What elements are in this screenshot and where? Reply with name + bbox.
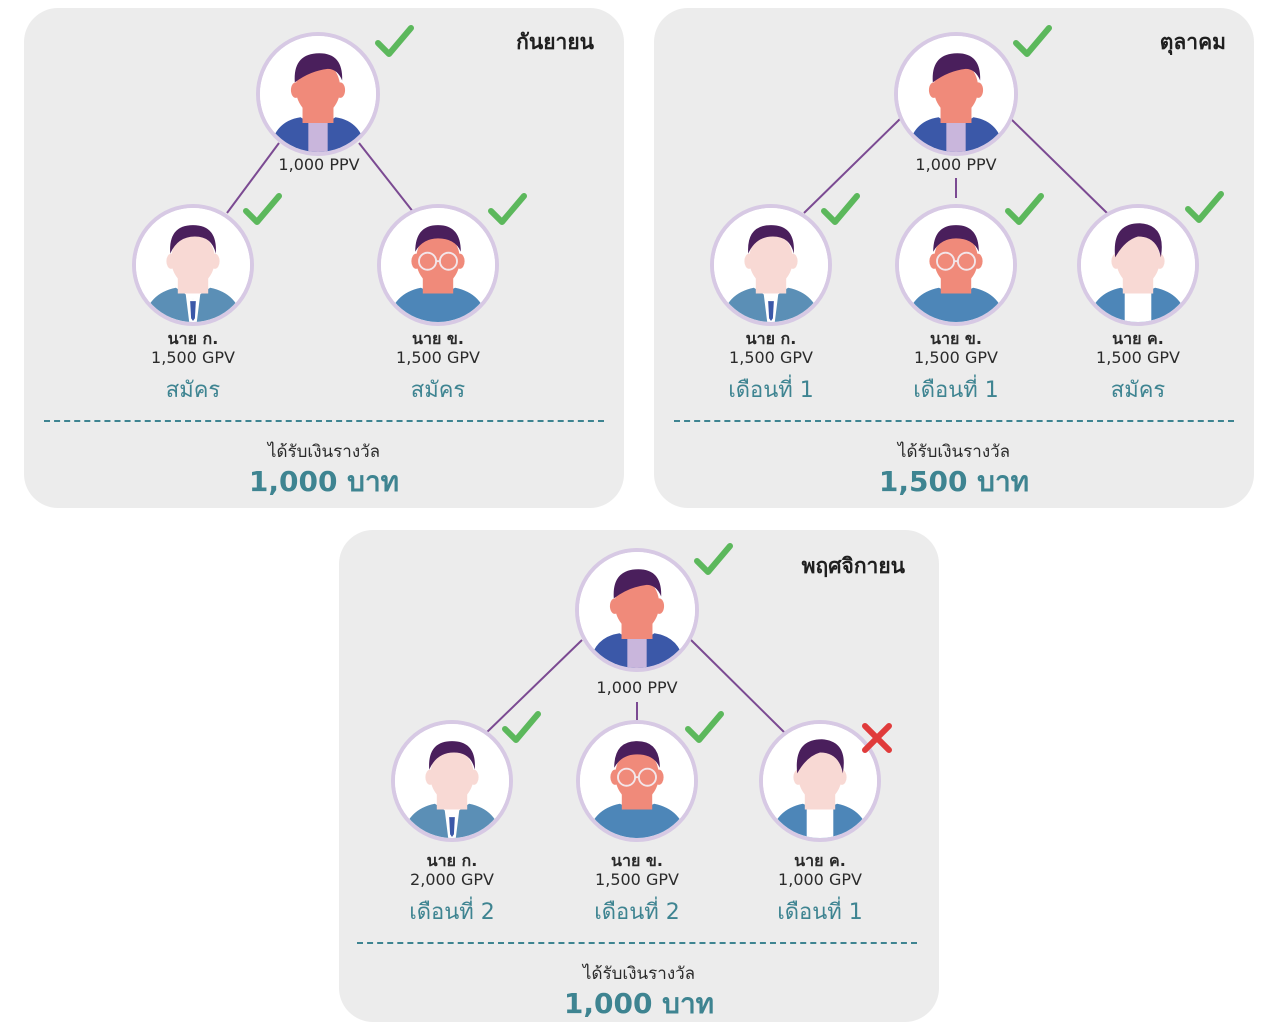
- person-illustration: [136, 208, 250, 322]
- check-icon: [1005, 193, 1044, 225]
- member-gpv: 1,500 GPV: [151, 348, 235, 367]
- reward-label: ได้รับเงินรางวัล: [267, 442, 381, 462]
- avatar-member-a: [391, 720, 513, 842]
- check-icon: [375, 25, 414, 57]
- reward-amount: 1,000 บาท: [563, 987, 715, 1020]
- person-illustration: [395, 724, 509, 838]
- connector-lines: [226, 142, 415, 214]
- check-icon: [685, 711, 724, 743]
- member-status: เดือนที่ 2: [594, 900, 680, 925]
- member-gpv: 1,500 GPV: [595, 870, 679, 889]
- member-status: สมัคร: [410, 378, 466, 403]
- reward-amount: 1,500 บาท: [878, 465, 1030, 498]
- check-icon: [502, 711, 541, 743]
- dashed-divider: [674, 420, 1234, 422]
- check-icon: [488, 193, 527, 225]
- month-title: กันยายน: [516, 30, 594, 54]
- panel-september: กันยายน 1,000 PPV นาย ก. 1,500 GPV สมัคร…: [24, 8, 624, 508]
- ppv-label: 1,000 PPV: [596, 678, 678, 697]
- ppv-label: 1,000 PPV: [278, 155, 360, 174]
- member-name: นาย ก.: [745, 329, 797, 348]
- member-status: เดือนที่ 1: [913, 378, 999, 403]
- check-icon: [1185, 191, 1224, 223]
- member-b-info: นาย ข. 1,500 GPV สมัคร: [358, 330, 518, 403]
- member-status: เดือนที่ 1: [777, 900, 863, 925]
- person-illustration: [580, 724, 694, 838]
- avatar-leader: [575, 548, 699, 672]
- reward-label: ได้รับเงินรางวัล: [582, 964, 696, 984]
- reward-label: ได้รับเงินรางวัล: [897, 442, 1011, 462]
- member-gpv: 1,500 GPV: [1096, 348, 1180, 367]
- avatar-leader: [894, 32, 1018, 156]
- check-icon: [243, 193, 282, 225]
- month-title: ตุลาคม: [1159, 30, 1226, 54]
- member-status: เดือนที่ 1: [728, 378, 814, 403]
- person-illustration: [381, 208, 495, 322]
- member-gpv: 2,000 GPV: [410, 870, 494, 889]
- member-name: นาย ก.: [167, 329, 219, 348]
- check-icon: [821, 193, 860, 225]
- member-b-info: นาย ข. 1,500 GPV เดือนที่ 2: [557, 852, 717, 925]
- person-illustration: [1081, 208, 1195, 322]
- avatar-member-c: [759, 720, 881, 842]
- person-illustration: [260, 36, 376, 152]
- month-title: พฤศจิกายน: [801, 554, 905, 578]
- member-a-info: นาย ก. 2,000 GPV เดือนที่ 2: [372, 852, 532, 925]
- check-icon: [694, 543, 733, 575]
- connector-lines: [483, 639, 788, 736]
- member-c-info: นาย ค. 1,500 GPV สมัคร: [1058, 330, 1218, 403]
- member-gpv: 1,500 GPV: [396, 348, 480, 367]
- cross-icon: [862, 723, 892, 753]
- member-status: สมัคร: [1110, 378, 1166, 403]
- person-illustration: [714, 208, 828, 322]
- avatar-member-b: [895, 204, 1017, 326]
- connector-lines: [803, 117, 1108, 214]
- member-a-info: นาย ก. 1,500 GPV สมัคร: [113, 330, 273, 403]
- avatar-member-a: [132, 204, 254, 326]
- avatar-member-a: [710, 204, 832, 326]
- person-illustration: [899, 208, 1013, 322]
- avatar-member-b: [576, 720, 698, 842]
- check-icon: [1013, 25, 1052, 57]
- member-c-info: นาย ค. 1,000 GPV เดือนที่ 1: [740, 852, 900, 925]
- member-gpv: 1,500 GPV: [729, 348, 813, 367]
- person-illustration: [579, 552, 695, 668]
- panel-october: ตุลาคม 1,000 PPV นาย ก. 1,500 GPV เดือนท…: [654, 8, 1254, 508]
- dashed-divider: [44, 420, 604, 422]
- avatar-leader: [256, 32, 380, 156]
- member-name: นาย ข.: [412, 329, 464, 348]
- member-status: สมัคร: [165, 378, 221, 403]
- reward-amount: 1,000 บาท: [248, 465, 400, 498]
- member-name: นาย ค.: [1112, 329, 1164, 348]
- member-status: เดือนที่ 2: [409, 900, 495, 925]
- member-name: นาย ข.: [611, 851, 663, 870]
- avatar-member-b: [377, 204, 499, 326]
- person-illustration: [898, 36, 1014, 152]
- member-name: นาย ข.: [930, 329, 982, 348]
- member-gpv: 1,000 GPV: [778, 870, 862, 889]
- member-name: นาย ค.: [794, 851, 846, 870]
- avatar-member-c: [1077, 204, 1199, 326]
- member-gpv: 1,500 GPV: [914, 348, 998, 367]
- member-b-info: นาย ข. 1,500 GPV เดือนที่ 1: [876, 330, 1036, 403]
- member-a-info: นาย ก. 1,500 GPV เดือนที่ 1: [691, 330, 851, 403]
- dashed-divider: [357, 942, 917, 944]
- ppv-label: 1,000 PPV: [915, 155, 997, 174]
- member-name: นาย ก.: [426, 851, 478, 870]
- person-illustration: [763, 724, 877, 838]
- panel-november: พฤศจิกายน 1,000 PPV นาย ก. 2,000 GPV เดื…: [339, 530, 939, 1022]
